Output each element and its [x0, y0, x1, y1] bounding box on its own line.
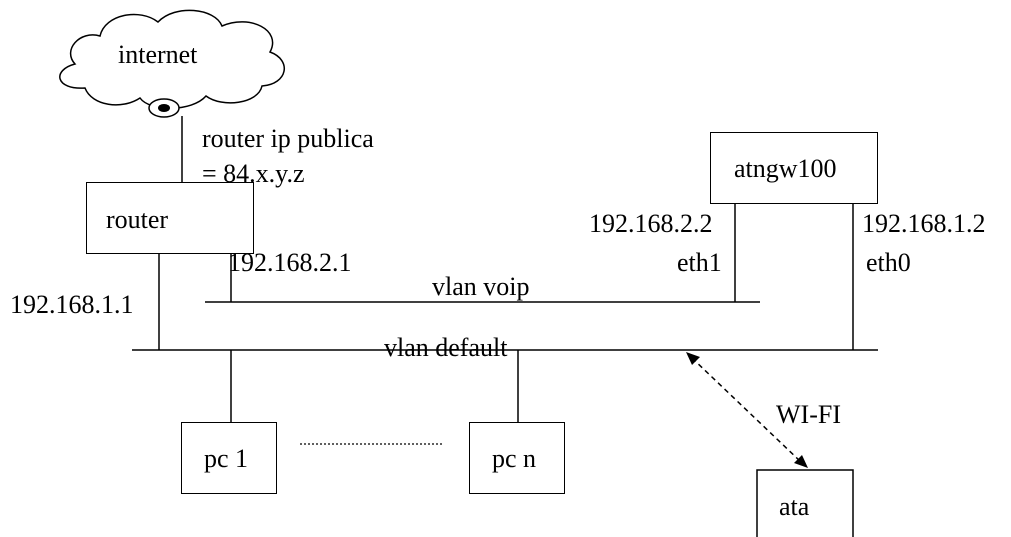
ata-box-outline [756, 469, 854, 537]
router-ip-label-line1: router ip publica [202, 124, 374, 153]
wifi-link [691, 357, 802, 463]
pc1-box [181, 422, 277, 494]
wifi-arrowhead-top [686, 352, 700, 365]
cloud-connector-inner [158, 104, 170, 112]
atngw100-label: atngw100 [734, 154, 837, 183]
internet-label: internet [118, 40, 198, 69]
wifi-arrowhead-bottom [794, 455, 808, 468]
router-voip-ip-label: 192.168.2.1 [228, 248, 352, 277]
pcn-box [469, 422, 565, 494]
router-default-ip-label: 192.168.1.1 [10, 290, 134, 319]
vlan-default-label: vlan default [384, 333, 508, 362]
atngw-eth1-label: eth1 [677, 248, 722, 277]
pc1-label: pc 1 [204, 444, 249, 473]
atngw-eth1-ip-label: 192.168.2.2 [589, 209, 713, 238]
atngw100-box [710, 132, 878, 204]
router-box [86, 182, 254, 254]
wifi-label: WI-FI [776, 400, 841, 429]
router-ip-label-line2: = 84.x.y.z [202, 159, 305, 188]
vlan-voip-label: vlan voip [432, 272, 530, 301]
pcn-label: pc n [492, 444, 537, 473]
atngw-eth0-ip-label: 192.168.1.2 [862, 209, 986, 238]
router-label: router [106, 205, 169, 234]
atngw-eth0-label: eth0 [866, 248, 911, 277]
ata-label: ata [779, 492, 810, 521]
